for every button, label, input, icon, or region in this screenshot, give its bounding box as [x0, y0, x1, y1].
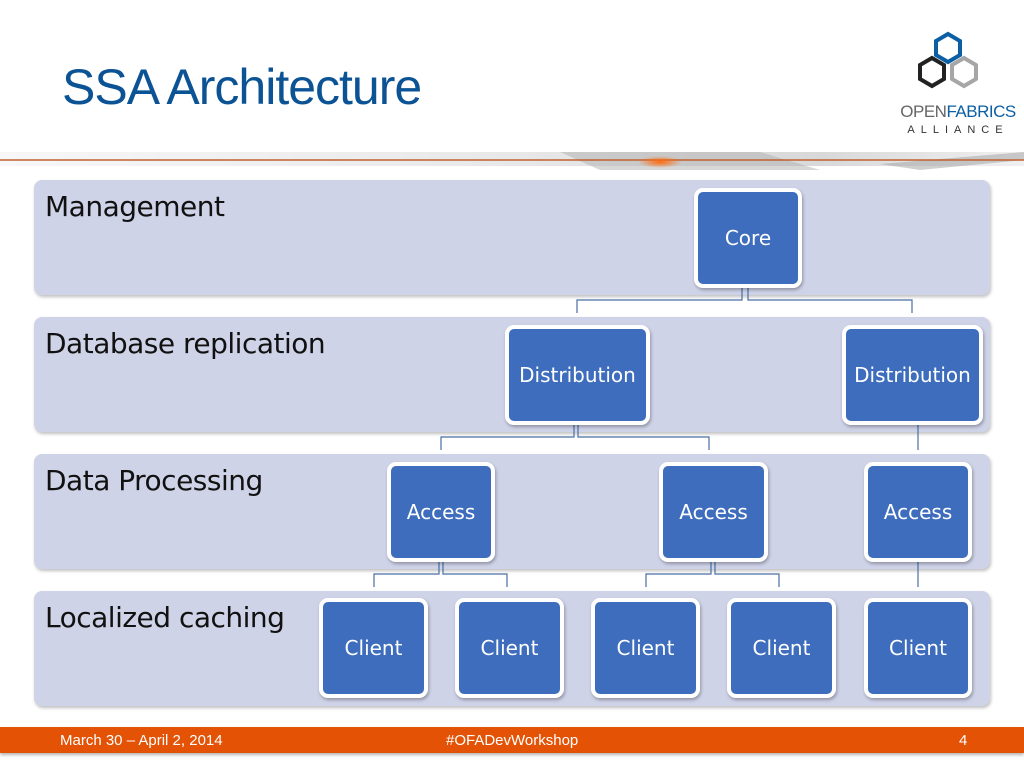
node-core: Core: [694, 188, 802, 288]
hexagon-logo-icon: [918, 31, 978, 89]
node-access: Access: [864, 462, 972, 562]
logo-wordmark: OPENFABRICS: [896, 102, 1020, 122]
decorative-banner: [0, 152, 1024, 170]
layer-data-processing: Data Processing: [34, 454, 990, 569]
node-access: Access: [659, 462, 768, 562]
node-client: Client: [591, 598, 700, 698]
node-client: Client: [864, 598, 972, 698]
logo-word-open: OPEN: [900, 102, 947, 121]
footer-bar: March 30 – April 2, 2014 #OFADevWorkshop…: [0, 727, 1024, 753]
layer-label: Localized caching: [45, 601, 285, 634]
layer-label: Data Processing: [45, 464, 263, 497]
footer-date: March 30 – April 2, 2014: [60, 732, 223, 749]
node-distribution: Distribution: [842, 325, 983, 425]
node-access: Access: [387, 462, 495, 562]
layer-label: Database replication: [45, 327, 326, 360]
openfabrics-logo: OPENFABRICS ALLIANCE: [896, 28, 1020, 140]
node-client: Client: [455, 598, 564, 698]
slide-title: SSA Architecture: [62, 59, 422, 115]
layer-management: Management: [34, 180, 990, 295]
logo-word-fabrics: FABRICS: [946, 102, 1016, 121]
layer-label: Management: [45, 190, 225, 223]
node-client: Client: [727, 598, 836, 698]
footer-hashtag: #OFADevWorkshop: [446, 732, 579, 749]
node-client: Client: [319, 598, 428, 698]
logo-subtitle: ALLIANCE: [907, 124, 1009, 136]
page-number: 4: [959, 732, 968, 749]
node-distribution: Distribution: [505, 325, 650, 425]
